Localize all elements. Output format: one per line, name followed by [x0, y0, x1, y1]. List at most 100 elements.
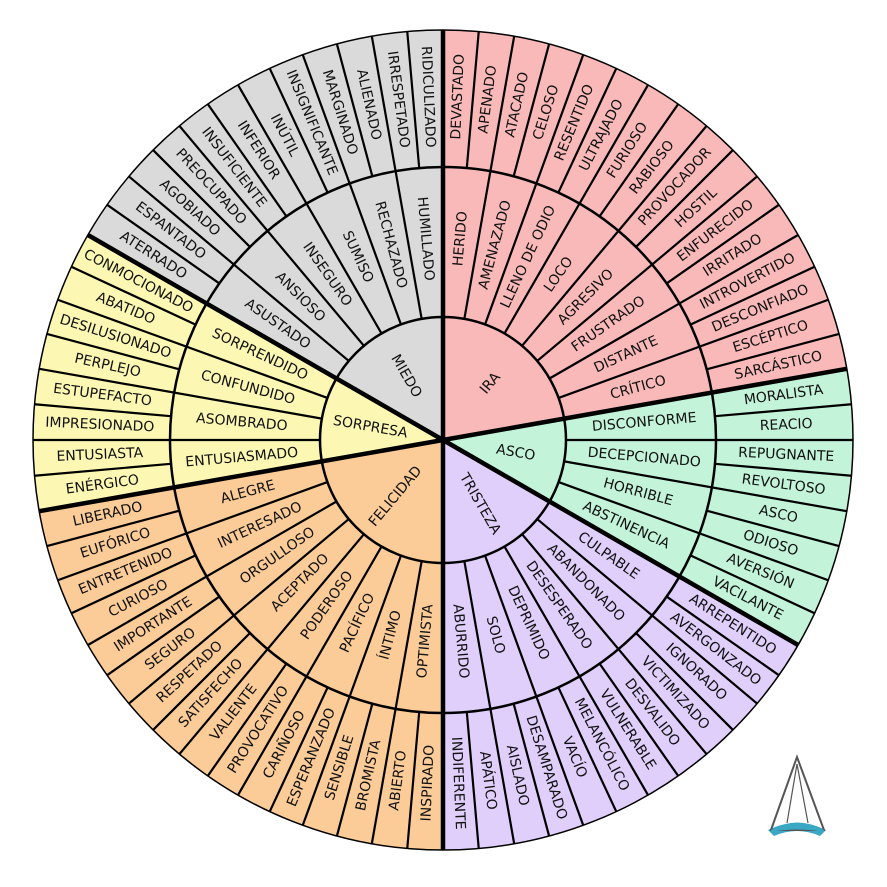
- outer-divider: [689, 554, 816, 615]
- outer-label-abierto: ABIERTO: [386, 750, 410, 812]
- mid-segment-pacifico: [306, 546, 401, 697]
- mid-segment-inseguro: [267, 203, 382, 346]
- outer-segment-carinoso: [238, 676, 328, 812]
- core-divider: [442, 366, 848, 443]
- mid-divider: [57, 481, 328, 582]
- mid-divider: [370, 560, 423, 844]
- core-divider: [441, 438, 800, 647]
- outer-divider: [665, 595, 780, 677]
- outer-segment-hostil: [636, 150, 758, 265]
- mid-divider: [237, 84, 383, 335]
- outer-segment-ignorado: [636, 615, 758, 730]
- mid-divider: [521, 125, 708, 347]
- outer-segment-moralista: [711, 368, 852, 417]
- outer-segment-vacio: [536, 687, 617, 826]
- mid-segment-orgulloso: [206, 501, 349, 616]
- outer-segment-bromista: [336, 703, 396, 844]
- outer-segment-inferior: [207, 84, 307, 217]
- outer-divider: [406, 31, 421, 169]
- outer-segment-aversion: [690, 533, 829, 614]
- mid-segment-aburrido: [443, 561, 491, 713]
- mid-divider: [548, 234, 799, 380]
- outer-segment-espantado: [107, 176, 234, 284]
- outer-divider: [106, 595, 221, 677]
- outer-divider: [268, 67, 329, 194]
- mid-segment-interesado: [186, 482, 337, 577]
- outer-segment-arrepentido: [666, 576, 799, 676]
- outer-segment-desamparado: [513, 696, 584, 837]
- mid-divider: [463, 560, 516, 844]
- mid-segment-alegre: [174, 461, 328, 534]
- mid-divider: [87, 500, 338, 646]
- outer-segment-insignificante: [269, 54, 350, 193]
- mid-divider: [370, 36, 423, 320]
- outer-segment-provocador: [618, 125, 733, 247]
- mid-divider: [128, 175, 350, 362]
- mid-divider: [484, 54, 585, 325]
- mid-segment-aceptado: [233, 519, 364, 650]
- core-label-asco: ASCO: [495, 442, 536, 465]
- mid-segment-sumiso: [306, 183, 401, 334]
- mid-divider: [503, 545, 649, 796]
- mid-divider: [39, 367, 323, 420]
- outer-segment-esperanzado: [269, 687, 350, 826]
- mid-segment-desesperado: [504, 534, 619, 677]
- mid-segment-confundido: [174, 346, 328, 419]
- outer-label-repugnante: REPUGNANTE: [738, 445, 835, 465]
- outer-segment-provocativo: [207, 663, 307, 796]
- core-segment-sorpresa: [320, 378, 443, 462]
- outer-segment-odioso: [699, 510, 840, 581]
- mid-segment-deprimido: [485, 546, 580, 697]
- mid-divider: [503, 84, 649, 335]
- mid-divider: [536, 175, 758, 362]
- mid-segment-rechazado: [349, 171, 422, 325]
- mid-label-aburrido: ABURRIDO: [449, 603, 471, 679]
- outer-divider: [206, 103, 288, 218]
- outer-divider: [465, 31, 480, 169]
- outer-segment-abierto: [371, 708, 420, 849]
- mid-divider: [178, 125, 365, 347]
- mid-divider: [57, 298, 328, 399]
- outer-segment-resentido: [536, 54, 617, 193]
- mid-segment-frustrado: [537, 264, 680, 379]
- outer-segment-introvertido: [679, 235, 815, 325]
- outer-segment-satisfecho: [153, 633, 268, 755]
- mid-segment-poderoso: [267, 534, 382, 677]
- outer-divider: [106, 203, 221, 285]
- outer-divider: [557, 67, 618, 194]
- outer-divider: [557, 686, 618, 813]
- mid-segment-humillado: [395, 167, 443, 319]
- outer-segment-aislado: [490, 703, 550, 844]
- outer-divider: [70, 265, 197, 326]
- mid-divider: [521, 533, 708, 755]
- outer-segment-esceptico: [699, 299, 840, 370]
- outer-divider: [665, 203, 780, 285]
- outer-label-impresionado: IMPRESIONADO: [45, 415, 155, 436]
- outer-divider: [714, 462, 852, 477]
- mid-label-optimista: OPTIMISTA: [414, 603, 436, 679]
- core-segment-ira: [443, 317, 565, 440]
- outer-segment-atacado: [490, 36, 550, 177]
- outer-segment-rabioso: [599, 104, 707, 231]
- outer-divider: [206, 662, 288, 777]
- outer-divider: [598, 662, 680, 777]
- outer-label-inspirado: INSPIRADO: [418, 745, 437, 822]
- outer-label-reacio: REACIO: [759, 416, 812, 434]
- outer-segment-valiente: [179, 649, 287, 776]
- mid-segment-intimo: [349, 555, 422, 709]
- outer-segment-aterrado: [87, 204, 220, 304]
- outer-divider: [512, 43, 551, 177]
- outer-divider: [46, 509, 180, 548]
- mid-divider: [463, 36, 516, 320]
- mid-divider: [558, 298, 829, 399]
- outer-segment-irrespetado: [371, 31, 420, 172]
- outer-segment-insuficiente: [179, 104, 287, 231]
- core-segment-asco: [443, 418, 566, 502]
- outer-divider: [706, 509, 840, 548]
- outer-segment-respetado: [128, 615, 250, 730]
- logo-water: [771, 822, 824, 832]
- mid-segment-asustado: [206, 264, 349, 379]
- wheel-divider-lines: [32, 29, 854, 851]
- outer-segment-victimizado: [618, 633, 733, 755]
